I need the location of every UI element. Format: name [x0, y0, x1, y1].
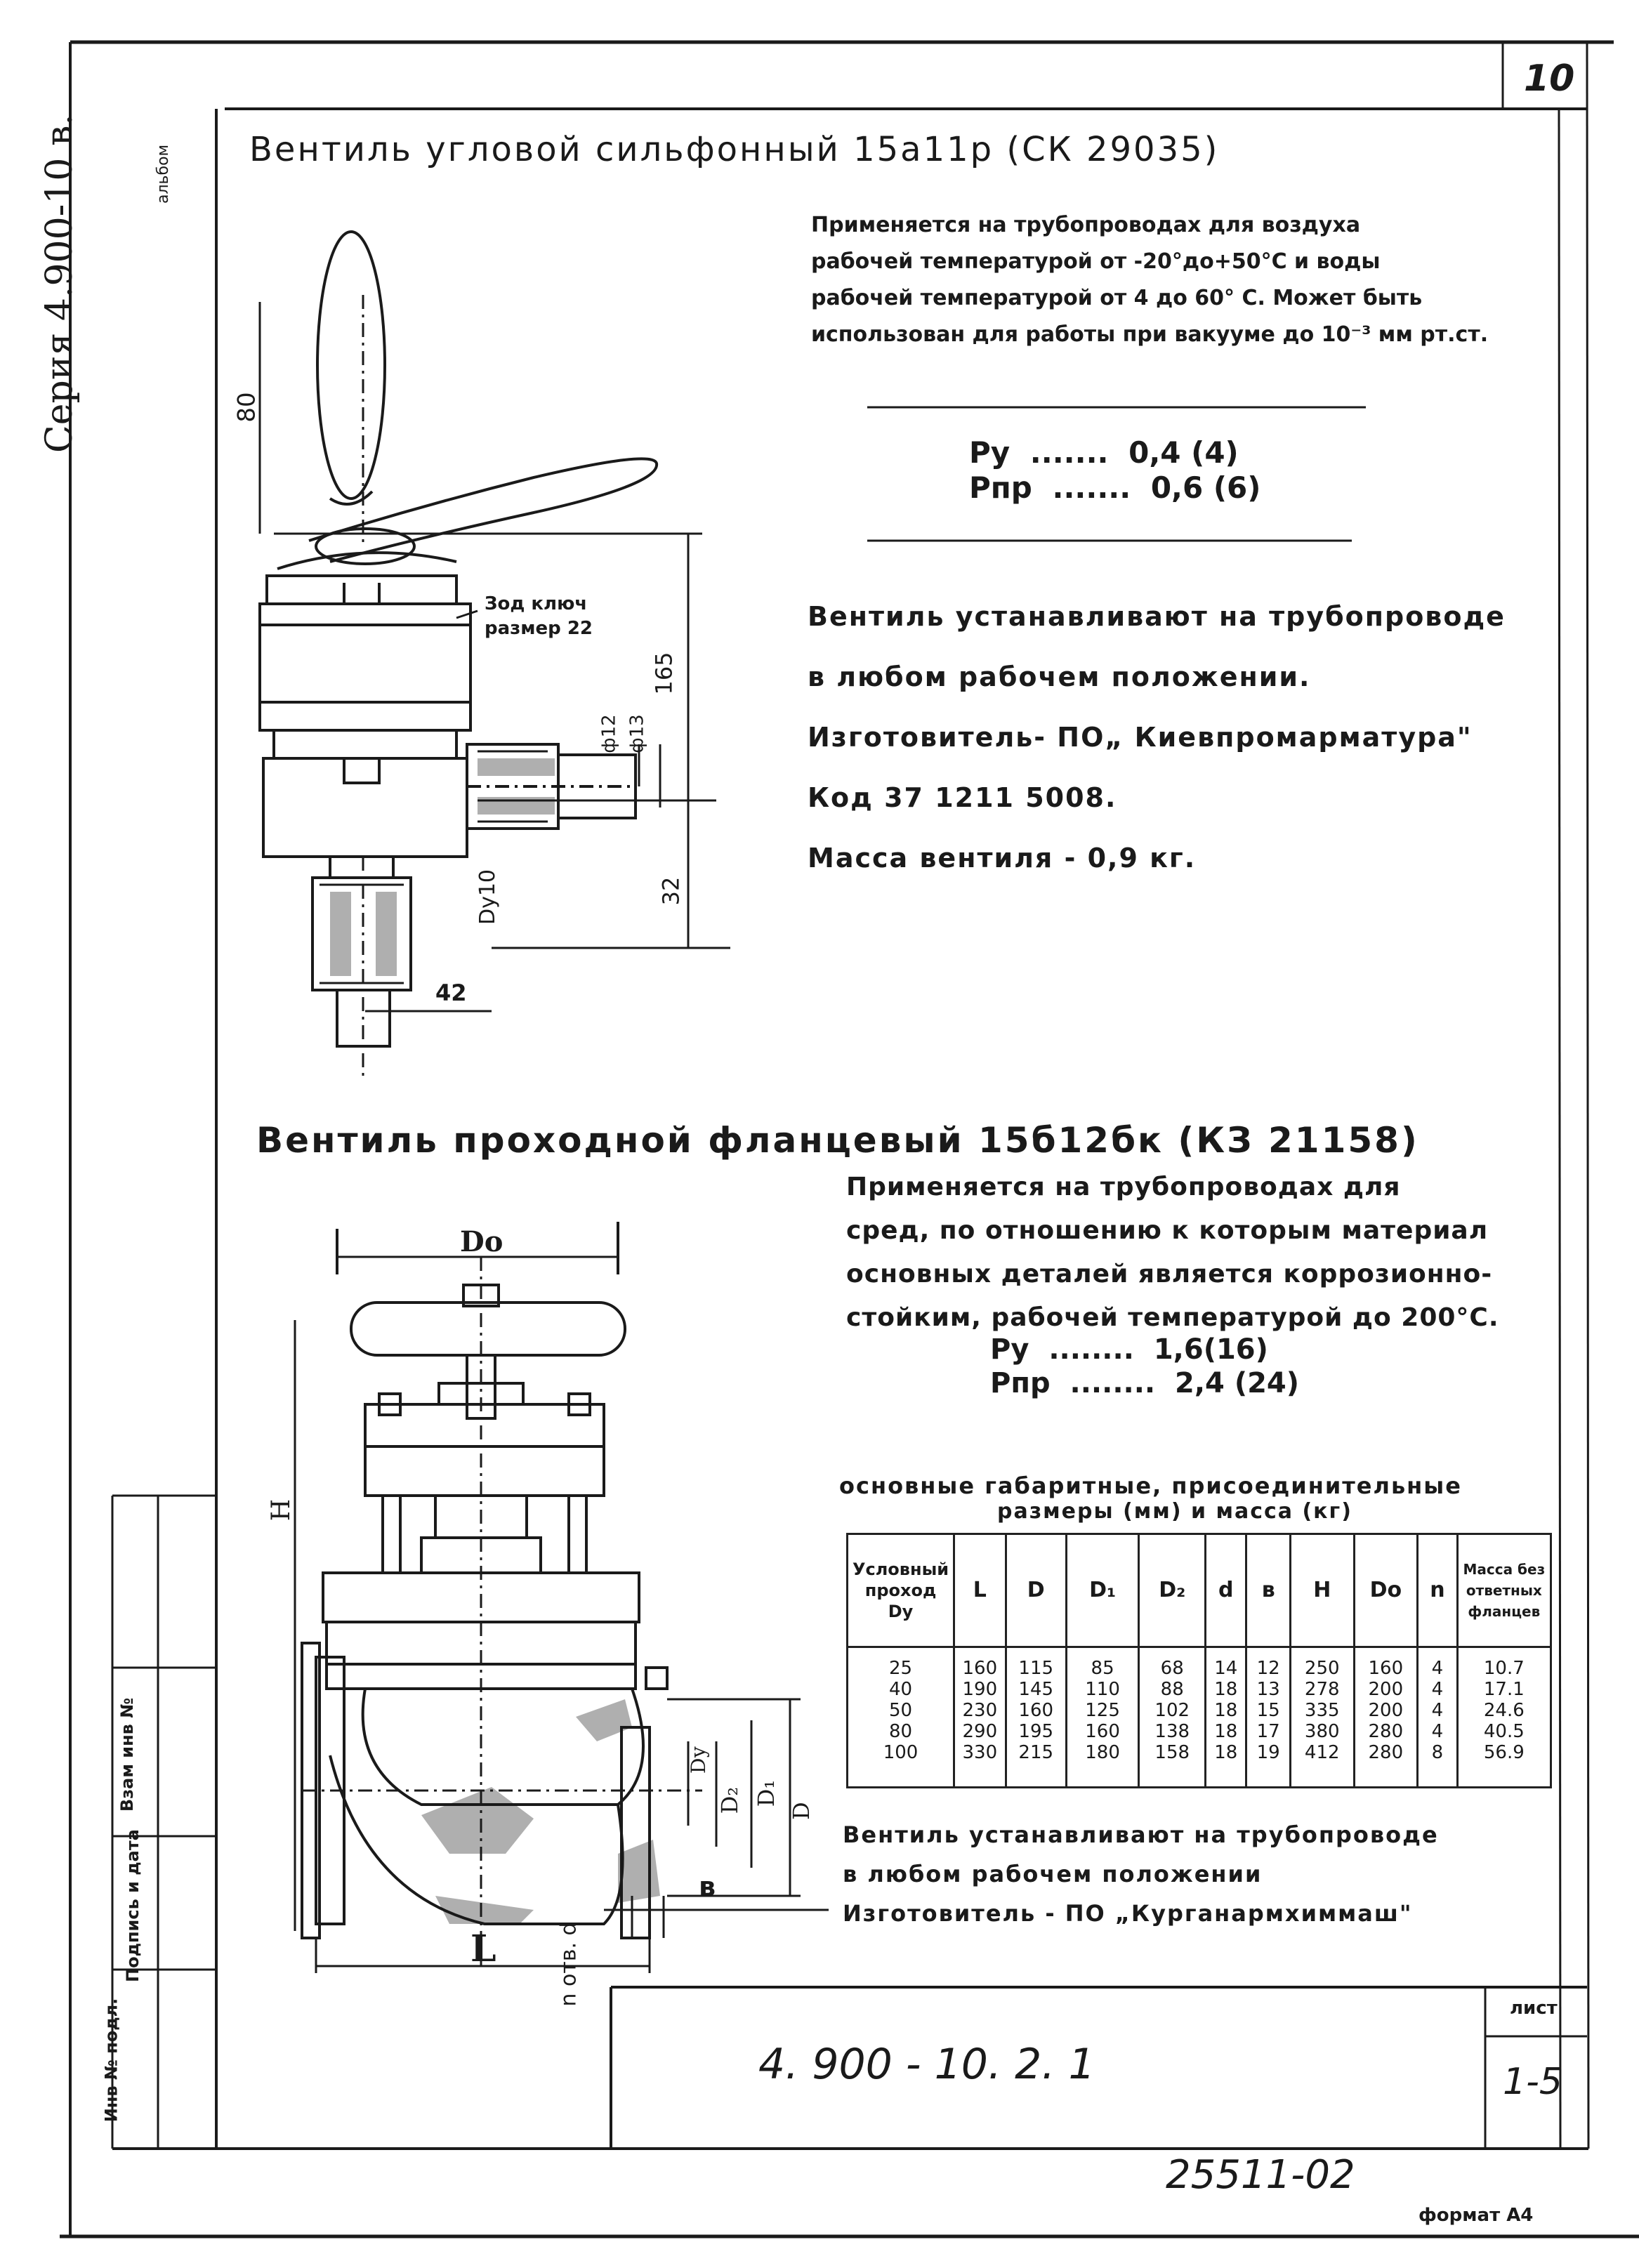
valve1-install-line: в любом рабочем положении. [808, 661, 1311, 692]
valve1-key-size: Зод ключ [485, 593, 588, 614]
title-sheet-label: лист [1510, 1998, 1558, 2019]
valve2-desc-line: основных деталей является коррозионно- [846, 1260, 1493, 1288]
valve2-label-do: Dо [460, 1225, 503, 1258]
col-header-b: в [1245, 1533, 1291, 1648]
col-header-small-d: d [1204, 1533, 1248, 1648]
valve1-dim-165: 165 [650, 652, 678, 695]
stamp-replace-inv: Взам инв № [117, 1697, 138, 1812]
valve2-install-line: Вентиль устанавливают на трубопроводе [843, 1821, 1439, 1848]
stamp-signature-date: Подпись и дата [122, 1829, 143, 1982]
valve1-py-value: 0,4 (4) [1128, 435, 1239, 470]
col-header-n: n [1416, 1533, 1459, 1648]
valve2-label-d1: D₁ [753, 1779, 780, 1807]
valve1-dy10: Dу10 [475, 869, 501, 925]
valve1-dim-80: 80 [232, 392, 261, 423]
valve1-desc-line: Применяется на трубопроводах для воздуха [811, 213, 1361, 237]
valve2-desc-line: сред, по отношению к которым материал [846, 1216, 1489, 1245]
valve2-py-value: 1,6(16) [1153, 1333, 1268, 1366]
col-header-do: Dо [1352, 1533, 1419, 1648]
table-title-2: размеры (мм) и масса (кг) [997, 1499, 1352, 1524]
valve2-desc-line: стойким, рабочей температурой до 200°С. [846, 1303, 1499, 1332]
valve2-drawing [294, 1222, 829, 1973]
valve1-ppr-value: 0,6 (6) [1150, 470, 1261, 505]
valve1-py-dots: ....... [1029, 435, 1109, 470]
dimensions-table: Условный проход Dу L D D₁ D₂ d в H Dо n … [845, 1533, 1553, 1788]
valve2-ppr-label: Рпр [990, 1367, 1051, 1399]
valve2-py-dots: ........ [1048, 1333, 1134, 1366]
valve1-desc-line: использован для работы при вакууме до 10… [811, 322, 1489, 347]
col-header-d: D [1004, 1533, 1067, 1648]
col-header-l: L [953, 1533, 1007, 1648]
valve2-label-d: D [787, 1802, 815, 1820]
valve2-install-line: Изготовитель - ПО „Курганармхиммаш" [843, 1900, 1413, 1927]
col-header-mass: Масса без ответных фланцев [1456, 1533, 1553, 1648]
valve1-install-line: Изготовитель- ПО„ Киевпромарматура" [808, 722, 1473, 753]
valve2-install-line: в любом рабочем положении [843, 1861, 1263, 1887]
valve2-label-otv: n отв. d [556, 1922, 581, 2007]
col-header-dy: Условный проход Dу [845, 1533, 956, 1648]
valve1-drawing [258, 230, 730, 1081]
table-title-1: основные габаритные, присоединительные [839, 1472, 1462, 1499]
valve1-hatching [330, 758, 555, 976]
valve1-desc-line: рабочей температурой от 4 до 60° С. Може… [811, 286, 1423, 310]
valve1-install-info: Вентиль устанавливают на трубопроводе в … [808, 586, 1506, 888]
valve2-py-label: Ру [990, 1333, 1029, 1366]
valve2-label-h: H [267, 1498, 296, 1522]
valve2-label-l: L [470, 1927, 496, 1970]
footer-number: 25511-02 [1166, 2152, 1355, 2198]
format-label: формат А4 [1419, 2205, 1534, 2226]
col-header-d1: D₁ [1065, 1533, 1140, 1648]
valve1-install-line: Масса вентиля - 0,9 кг. [808, 843, 1197, 873]
corner-sheet-number: 10 [1524, 58, 1575, 100]
valve1-dim-phi12: ф12 [598, 714, 620, 753]
valve2-pressure: Ру ........ 1,6(16) Рпр ........ 2,4 (24… [990, 1333, 1299, 1400]
valve1-py-label: Ру [969, 435, 1011, 470]
valve1-dim-phi13: ф13 [626, 714, 648, 753]
valve1-dim-32: 32 [657, 876, 685, 906]
valve1-dim-42: 42 [435, 980, 467, 1006]
valve2-ppr-dots: ........ [1069, 1367, 1156, 1399]
valve1-ppr-label: Рпр [969, 470, 1032, 505]
valve1-key-size2: размер 22 [485, 618, 593, 639]
valve2-label-d2: D₂ [716, 1786, 744, 1814]
valve2-label-dy: Dу [686, 1746, 710, 1774]
valve2-install-info: Вентиль устанавливают на трубопроводе в … [843, 1815, 1439, 1933]
valve1-title: Вентиль угловой сильфонный 15а11р (СК 29… [249, 130, 1220, 169]
valve2-hatching [421, 1699, 660, 1924]
col-header-h: H [1289, 1533, 1355, 1648]
title-doc-number: 4. 900 - 10. 2. 1 [758, 2040, 1095, 2089]
side-series-label: Серия 4.900-10 в. [39, 114, 81, 453]
valve1-desc-line: рабочей температурой от -20°до+50°С и во… [811, 249, 1381, 274]
valve2-ppr-value: 2,4 (24) [1175, 1367, 1300, 1399]
valve2-title: Вентиль проходной фланцевый 15б12бк (КЗ … [256, 1120, 1419, 1161]
col-header-d2: D₂ [1138, 1533, 1207, 1648]
valve1-pressure: Ру ....... 0,4 (4) Рпр ....... 0,6 (6) [969, 435, 1260, 506]
valve2-desc-line: Применяется на трубопроводах для [846, 1173, 1401, 1201]
valve1-ppr-dots: ....... [1052, 470, 1131, 505]
valve2-label-b: в [699, 1871, 716, 1902]
side-album-label: альбом [154, 144, 172, 204]
valve1-description: Применяется на трубопроводах для воздуха… [811, 207, 1488, 353]
title-sheet-value: 1-5 [1503, 2061, 1562, 2103]
valve2-description: Применяется на трубопроводах для сред, п… [846, 1166, 1499, 1340]
stamp-inv-no: Инв № подл. [101, 1998, 121, 2123]
table-header-row: Условный проход Dу L D D₁ D₂ d в H Dо n … [845, 1533, 1553, 1648]
valve1-install-line: Вентиль устанавливают на трубопроводе [808, 601, 1506, 632]
valve1-install-line: Код 37 1211 5008. [808, 782, 1117, 813]
